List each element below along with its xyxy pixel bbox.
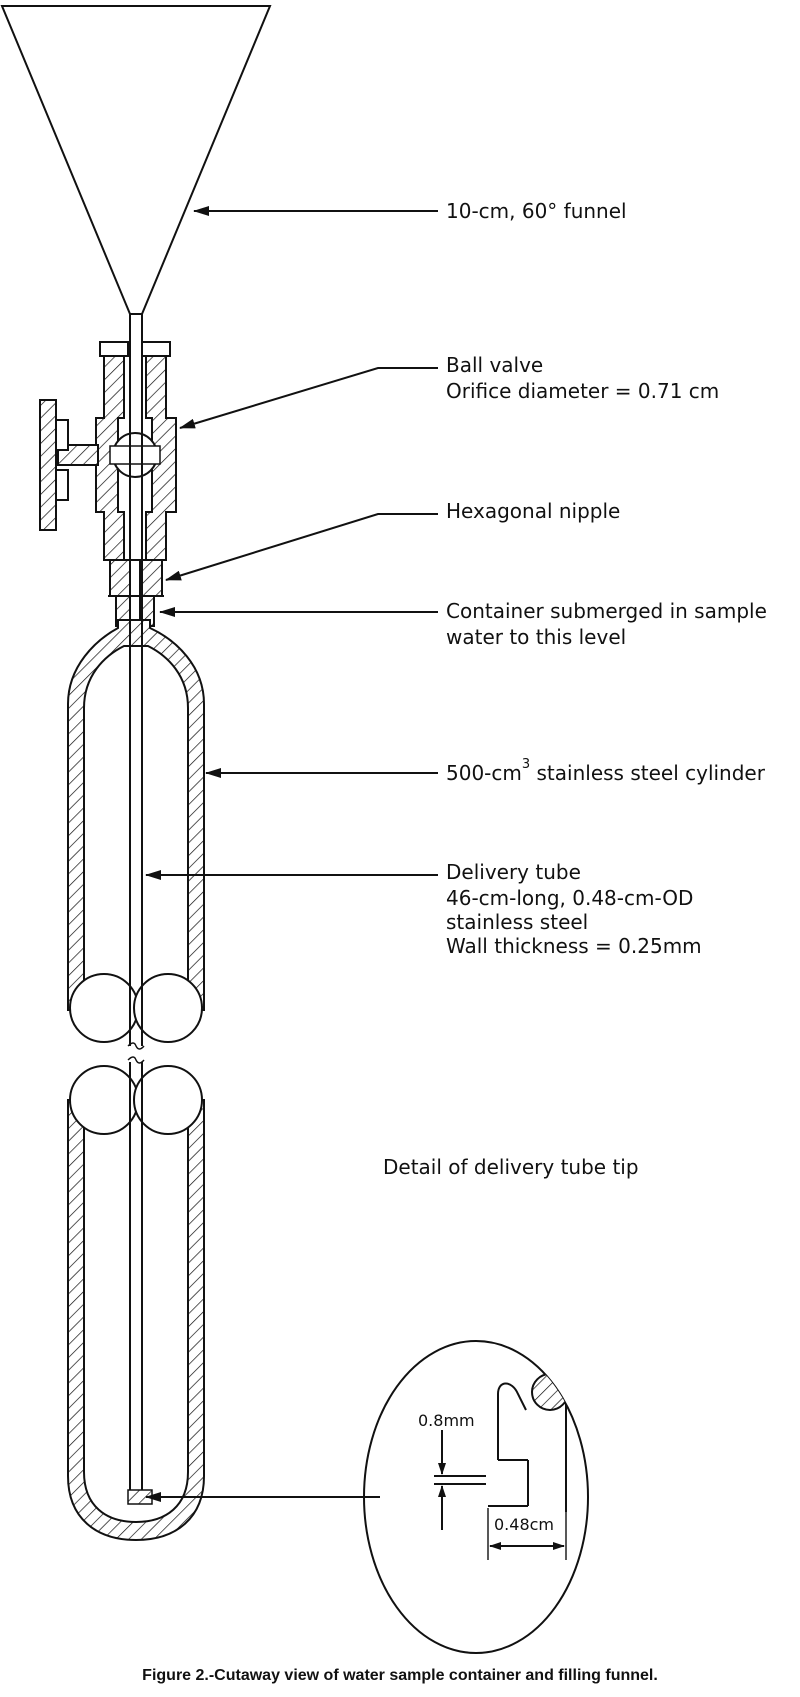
nipple-label: Hexagonal nipple — [446, 499, 620, 523]
tube-label-4: Wall thickness = 0.25mm — [446, 934, 702, 958]
funnel-label: 10-cm, 60° funnel — [446, 199, 627, 223]
tube-label-2: 46-cm-long, 0.48-cm-OD — [446, 886, 693, 910]
leader-lines — [145, 206, 438, 1502]
cylinder-label-rest: stainless steel cylinder — [530, 761, 766, 785]
width-dimension-label: 0.48cm — [494, 1515, 554, 1534]
funnel — [0, 5, 272, 315]
orifice-label: Orifice diameter = 0.71 cm — [446, 379, 719, 403]
cylinder-label: 500-cm3 stainless steel cylinder — [446, 757, 766, 785]
tube-label-1: Delivery tube — [446, 860, 581, 884]
detail-view: 0.8mm 0.48cm — [363, 1340, 589, 1654]
ball-valve-label: Ball valve — [446, 353, 543, 377]
hexagonal-nipple — [108, 559, 164, 627]
cylinder-label-sup: 3 — [522, 757, 530, 772]
submerged-label-2: water to this level — [446, 625, 626, 649]
cylinder-upper — [67, 619, 205, 1043]
delivery-tube — [127, 314, 145, 1494]
cylinder-lower — [67, 1062, 205, 1542]
figure-caption: Figure 2.-Cutaway view of water sample c… — [142, 1667, 658, 1684]
ball-valve — [39, 341, 177, 561]
submerged-label-1: Container submerged in sample — [446, 599, 767, 623]
tube-label-3: stainless steel — [446, 910, 588, 934]
cylinder-label-main: 500-cm — [446, 761, 522, 785]
gap-dimension-label: 0.8mm — [418, 1411, 475, 1430]
detail-title: Detail of delivery tube tip — [383, 1155, 639, 1179]
